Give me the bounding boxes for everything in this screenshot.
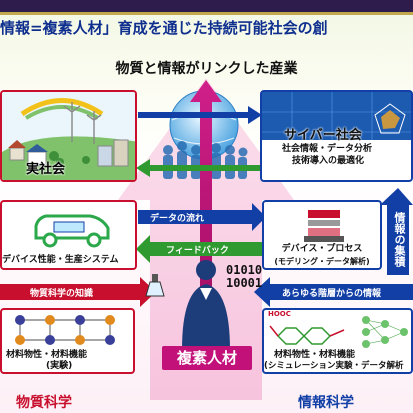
device-system-label: デバイス性能・生産システム (2, 255, 119, 265)
info-accumulation-label: 情報の集積 (393, 212, 406, 267)
center-person-label: 複素人材 (162, 346, 252, 370)
car-icon (34, 214, 110, 248)
information-science-label: 情報科学 (298, 395, 354, 411)
wind-turbine-icon (63, 102, 102, 144)
neural-network-icon (362, 316, 408, 348)
cyber-society-title: サイバー社会 (284, 128, 362, 143)
materials-experiment-panel: 材料物性・材料機能 (実験) (0, 308, 135, 374)
binary-line-1: 01010 (226, 263, 263, 277)
cyber-society-panel: サイバー社会 社会情報・データ分析 技術導入の最適化 (260, 90, 413, 182)
central-up-arrow (190, 80, 222, 300)
device-system-panel: デバイス性能・生産システム (0, 200, 137, 270)
materials-right-line1: 材料物性・材料機能 (274, 350, 356, 360)
city-illustration (2, 92, 135, 180)
header-bar (0, 0, 413, 12)
trees-icon (49, 151, 90, 166)
real-society-label: 実社会 (26, 162, 66, 177)
flask-icon (145, 274, 165, 297)
binary-text: 01010 10001 (226, 264, 262, 290)
cyber-illustration (262, 92, 411, 180)
info-accumulation-arrow (380, 188, 413, 275)
diagram-top-title: 物質と情報がリンクした産業 (115, 61, 298, 77)
device-process-panel: デバイス・プロセス (モデリング・データ解析) (262, 200, 382, 270)
all-levels-info-arrow (254, 277, 413, 307)
materials-left-line1: 材料物性・材料機能 (6, 350, 88, 360)
materials-left-line2: (実験) (46, 361, 73, 371)
houses-icon (8, 139, 129, 167)
molecule-icon (269, 325, 345, 345)
page-title: 情報=複素人材」育成を通じた持続可能社会の創 (0, 19, 328, 37)
binary-line-2: 10001 (226, 276, 263, 290)
materials-simulation-panel: HOOC 材料物性・材料機能 (シミュレーション実験・データ解析 (262, 308, 413, 374)
real-society-panel: 実社会 (0, 90, 137, 182)
device-process-line2: (モデリング・データ解析) (274, 257, 370, 266)
person-icon (182, 260, 230, 350)
device-process-line1: デバイス・プロセス (281, 244, 363, 254)
materials-science-label: 物質科学 (16, 395, 72, 411)
device-chip-icon (304, 210, 344, 242)
header-accent-line (0, 12, 413, 15)
materials-right-line2: (シミュレーション実験・データ解析 (264, 361, 404, 371)
sync-arrow-left (136, 159, 260, 177)
data-flow-arrow (138, 203, 266, 231)
all-levels-info-label: あらゆる階層からの情報 (282, 289, 382, 299)
hooc-label: HOOC (268, 310, 291, 318)
feedback-label: フィードバック (166, 246, 229, 256)
crystal-lattice-icon (15, 315, 115, 345)
cyber-society-line2: 技術導入の最適化 (292, 156, 365, 166)
radar-chart-icon (374, 103, 406, 134)
materials-knowledge-label: 物質科学の知識 (30, 289, 94, 299)
data-flow-label: データの流れ (150, 214, 205, 224)
sync-arrow-right (138, 106, 262, 124)
cyber-society-line1: 社会情報・データ分析 (282, 144, 373, 154)
feedback-arrow (136, 235, 264, 263)
